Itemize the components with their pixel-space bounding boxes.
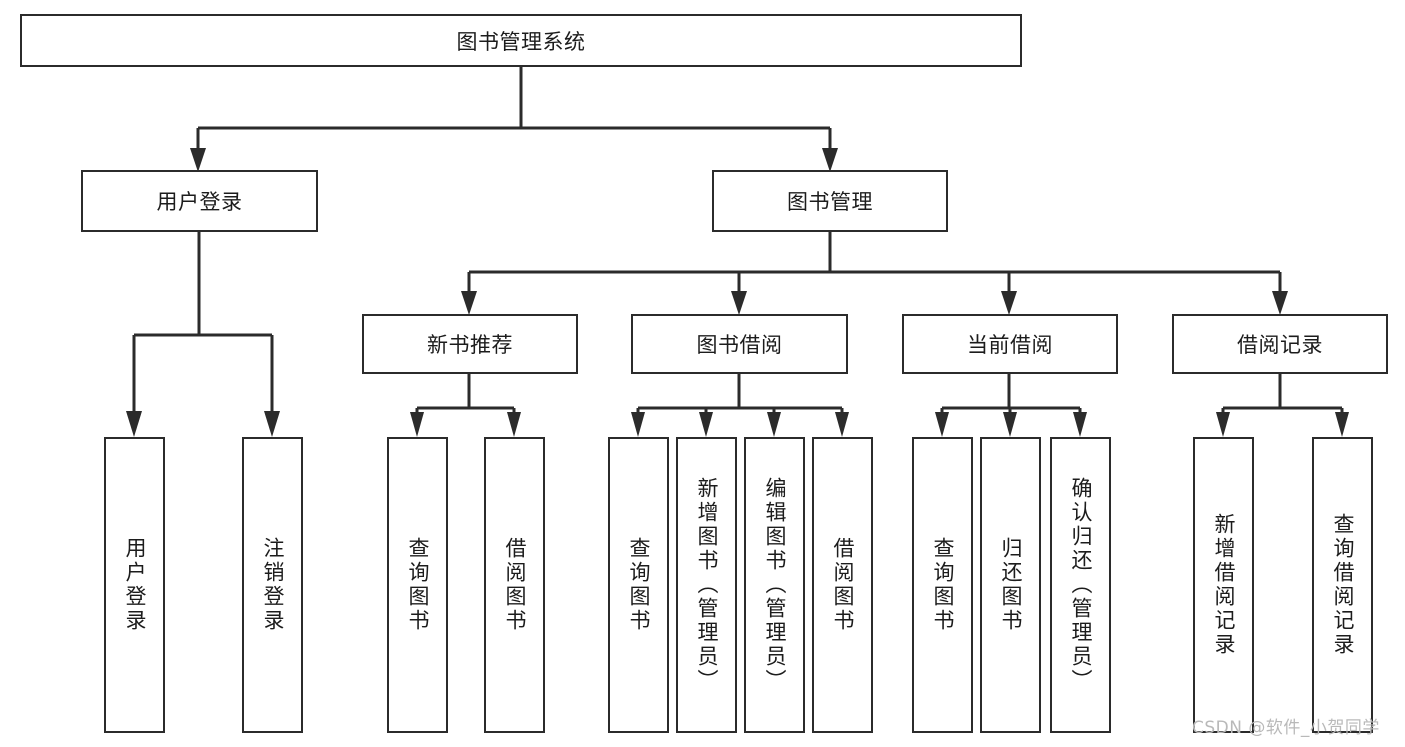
leaf-borrow-add-book[interactable]: 新增图书（管理员） — [676, 437, 737, 733]
arrowhead-leaf-e2 — [1335, 412, 1349, 437]
leaf-borrow-edit-book[interactable]: 编辑图书（管理员） — [744, 437, 805, 733]
leaf-borrow-query[interactable]: 查询图书 — [608, 437, 669, 733]
arrowhead-leaf-b2 — [507, 412, 521, 437]
node-borrow-record[interactable]: 借阅记录 — [1172, 314, 1388, 374]
arrowhead-leaf-c4 — [835, 412, 849, 437]
node-label: 图书管理系统 — [456, 29, 586, 54]
node-label: 图书借阅 — [696, 333, 783, 357]
node-label: 归还图书 — [999, 537, 1023, 633]
leaf-user-login-logout[interactable]: 注销登录 — [242, 437, 303, 733]
arrowhead-book-manage — [822, 148, 838, 172]
arrowhead-newbook — [461, 291, 477, 315]
leaf-current-return[interactable]: 归还图书 — [980, 437, 1041, 733]
leaf-new-book-query[interactable]: 查询图书 — [387, 437, 448, 733]
leaf-current-query[interactable]: 查询图书 — [912, 437, 973, 733]
node-label: 借阅图书 — [503, 537, 527, 633]
node-label: 借阅图书 — [831, 537, 855, 633]
node-label: 注销登录 — [261, 537, 285, 633]
node-label: 用户登录 — [156, 190, 243, 214]
arrowhead-leaf-b1 — [410, 412, 424, 437]
arrowhead-record — [1272, 291, 1288, 315]
arrowhead-leaf-d3 — [1073, 412, 1087, 437]
arrowhead-user-login — [190, 148, 206, 172]
leaf-user-login-login[interactable]: 用户登录 — [104, 437, 165, 733]
leaf-record-query[interactable]: 查询借阅记录 — [1312, 437, 1373, 733]
node-label: 查询借阅记录 — [1331, 513, 1355, 657]
arrowhead-leaf-a1 — [126, 411, 142, 437]
node-label: 确认归还（管理员） — [1069, 477, 1093, 693]
watermark: CSDN @软件_小贺同学 — [1192, 718, 1380, 738]
node-label: 新增借阅记录 — [1212, 513, 1236, 657]
leaf-borrow-borrow-book[interactable]: 借阅图书 — [812, 437, 873, 733]
node-label: 借阅记录 — [1237, 333, 1323, 357]
arrowhead-leaf-e1 — [1216, 412, 1230, 437]
leaf-record-add[interactable]: 新增借阅记录 — [1193, 437, 1254, 733]
node-label: 查询图书 — [406, 537, 430, 633]
arrowhead-borrow — [731, 291, 747, 315]
arrowhead-leaf-d1 — [935, 412, 949, 437]
node-label: 图书管理 — [787, 190, 873, 214]
node-root-system[interactable]: 图书管理系统 — [20, 14, 1022, 67]
node-label: 新书推荐 — [427, 333, 513, 357]
arrowhead-leaf-c1 — [631, 412, 645, 437]
node-new-book-recommend[interactable]: 新书推荐 — [362, 314, 578, 374]
node-book-borrow[interactable]: 图书借阅 — [631, 314, 848, 374]
node-user-login[interactable]: 用户登录 — [81, 170, 318, 232]
arrowhead-leaf-d2 — [1003, 412, 1017, 437]
node-label: 查询图书 — [627, 537, 651, 633]
node-label: 当前借阅 — [967, 333, 1053, 357]
arrowhead-current — [1001, 291, 1017, 315]
node-label: 新增图书（管理员） — [695, 477, 719, 693]
node-label: 查询图书 — [931, 537, 955, 633]
leaf-current-confirm-return[interactable]: 确认归还（管理员） — [1050, 437, 1111, 733]
leaf-new-book-borrow[interactable]: 借阅图书 — [484, 437, 545, 733]
node-current-borrow[interactable]: 当前借阅 — [902, 314, 1118, 374]
arrowhead-leaf-c2 — [699, 412, 713, 437]
node-label: 用户登录 — [123, 537, 147, 633]
node-label: 编辑图书（管理员） — [763, 477, 787, 693]
arrowhead-leaf-c3 — [767, 412, 781, 437]
node-book-management[interactable]: 图书管理 — [712, 170, 948, 232]
arrowhead-leaf-a2 — [264, 411, 280, 437]
